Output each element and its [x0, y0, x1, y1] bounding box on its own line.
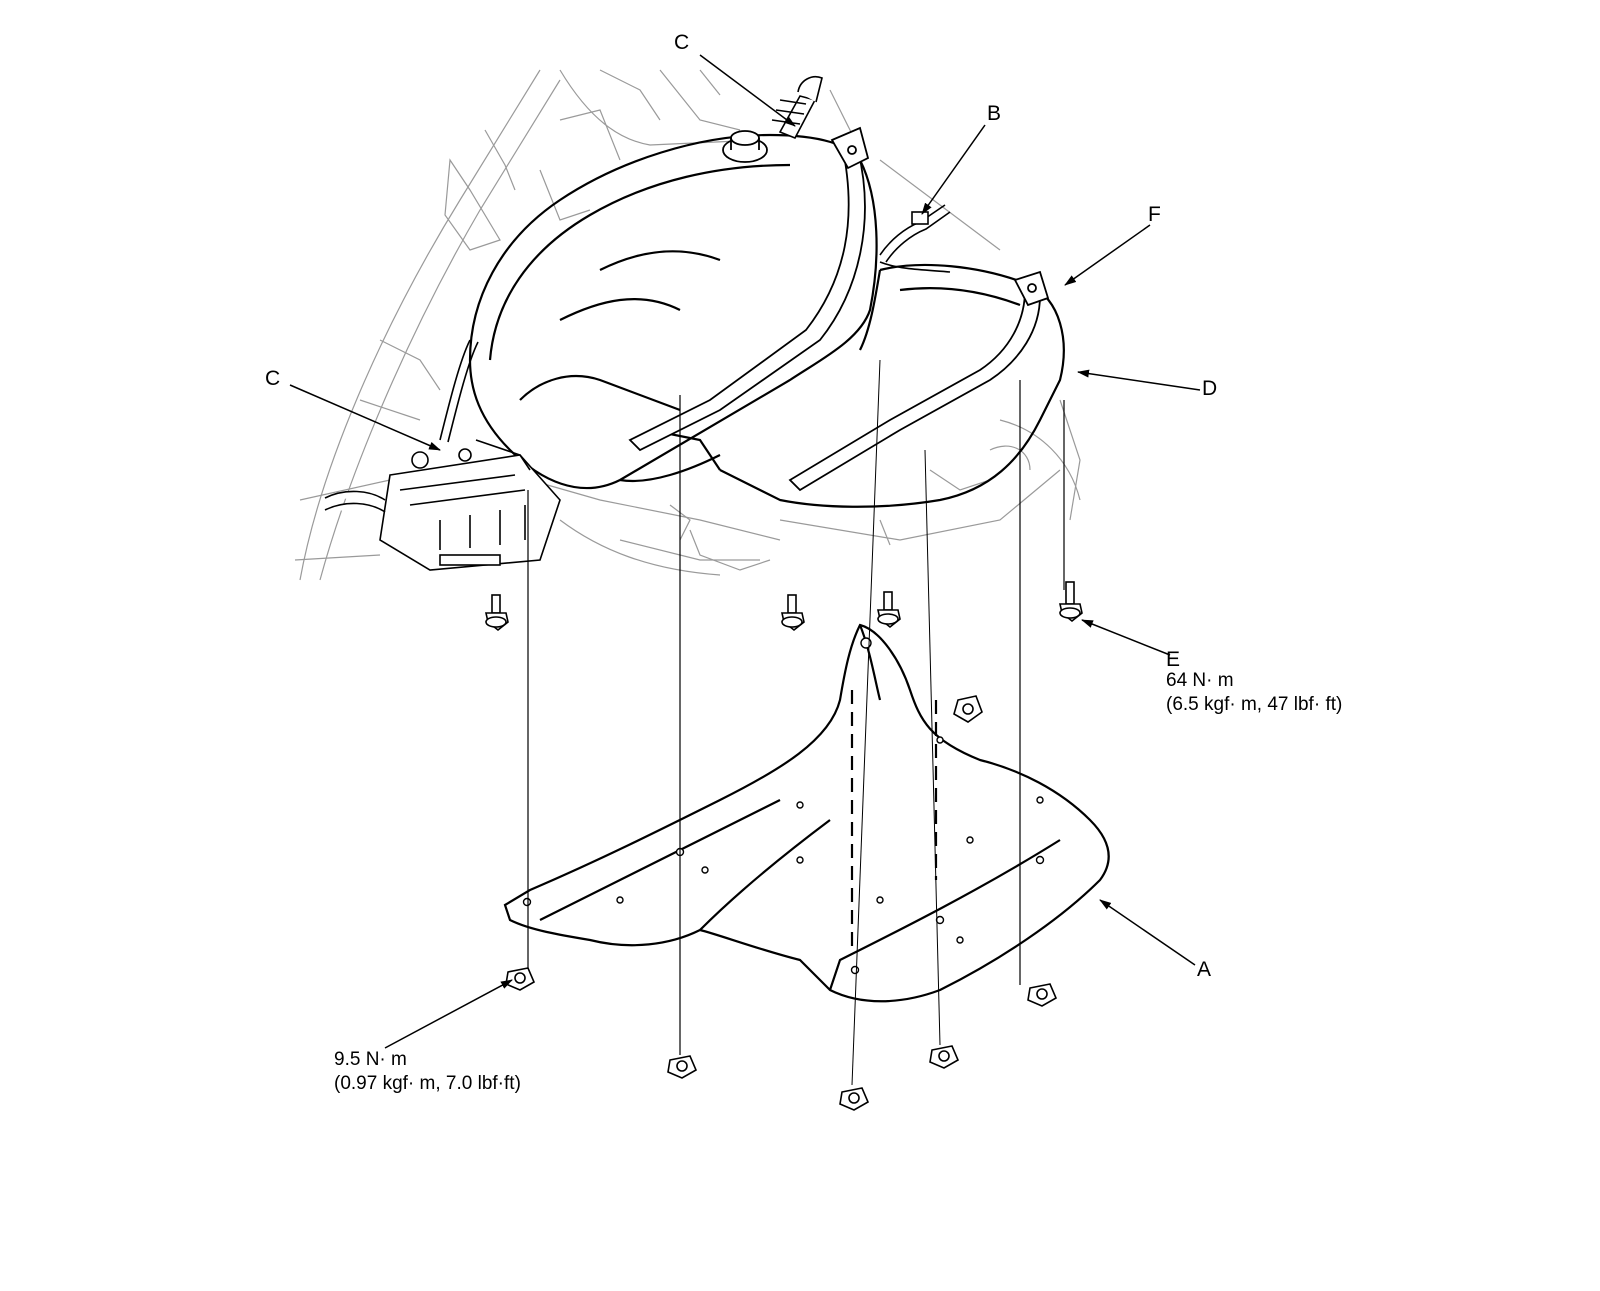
bolt-e-left	[485, 594, 509, 632]
leader-c-left	[289, 384, 441, 451]
torque-nut-line2: (0.97 kgf· m, 7.0 lbf·ft)	[334, 1073, 521, 1094]
torque-nut-line1: 9.5 N· m	[334, 1049, 407, 1070]
callout-c-left: C	[265, 367, 281, 390]
callout-d: D	[1202, 377, 1218, 400]
callout-a: A	[1197, 958, 1212, 981]
callout-f: F	[1148, 203, 1161, 226]
callout-c-top: C	[674, 31, 690, 54]
filler-hose	[771, 76, 823, 140]
nut-bottom-1	[667, 1055, 698, 1079]
nut-left	[505, 967, 536, 991]
leader-a	[1099, 899, 1196, 966]
alignment-lines-faint	[851, 359, 941, 1086]
fuel-tank	[468, 133, 878, 490]
leader-c-top	[699, 54, 796, 127]
nut-bottom-3	[929, 1045, 960, 1069]
fuel-line	[879, 204, 951, 273]
nut-bottom-4	[1027, 983, 1058, 1007]
leader-e	[1081, 619, 1171, 656]
tank-strap-left	[628, 126, 870, 452]
bolt-e-mid	[781, 594, 805, 632]
torque-e-line1: 64 N· m	[1166, 670, 1234, 691]
leader-d	[1077, 369, 1201, 391]
callout-e: E	[1166, 648, 1181, 671]
leader-b	[921, 124, 986, 215]
evap-canister	[324, 448, 561, 571]
leader-nut	[384, 979, 513, 1049]
filler-cap	[722, 130, 768, 163]
leader-f	[1064, 224, 1151, 286]
callout-b: B	[987, 102, 1002, 125]
bolt-e-center	[877, 591, 901, 629]
bolt-e-right	[1059, 581, 1083, 623]
alignment-lines-dashed	[850, 690, 938, 950]
nut-bottom-2	[839, 1087, 870, 1111]
leader-lines	[289, 54, 1201, 1049]
splash-shield	[503, 623, 1110, 1003]
vapor-line	[439, 339, 531, 471]
nut-upper	[953, 695, 983, 723]
tank-strap-right	[788, 270, 1050, 492]
alignment-lines	[527, 380, 1065, 1055]
torque-e-line2: (6.5 kgf· m, 47 lbf· ft)	[1166, 694, 1343, 715]
tank-shell-right	[719, 263, 1065, 508]
vehicle-underbody	[294, 69, 1081, 581]
